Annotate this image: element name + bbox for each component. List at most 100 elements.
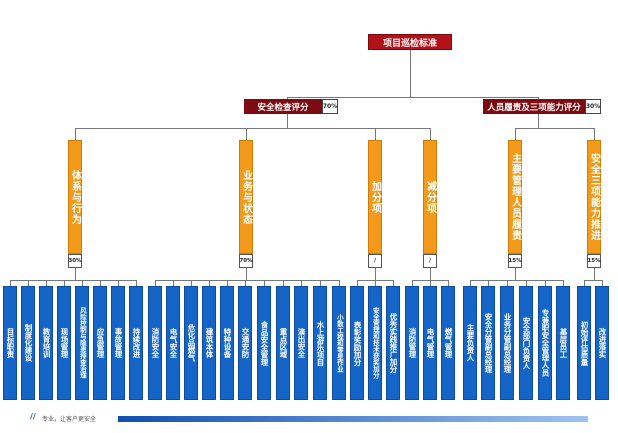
connector [515,128,516,140]
connector [602,280,603,286]
connector [393,280,394,286]
leaf-node: 水上游乐项目 [313,286,327,400]
connector [10,280,11,286]
connector [563,280,564,286]
footer-bar [118,416,588,422]
connector [227,280,228,286]
leaf-node: 基层员工 [556,286,570,400]
connector [75,128,431,129]
connector [287,114,288,128]
connector [410,50,411,97]
connector [82,280,83,286]
connector [46,280,47,286]
connector [470,280,563,281]
group-safety-inspection: 安全检查评分 [244,99,322,114]
connector [430,268,431,280]
connector [246,128,247,140]
leaf-node: 交通安防 [238,286,252,400]
connector [287,97,538,98]
connector [507,280,508,286]
category-manager-duty: 主要管理人员履责 [508,140,522,254]
connector [430,128,431,140]
connector [283,280,284,286]
leaf-node: 安全分管副总经理 [481,286,495,400]
connector [301,280,302,286]
connector [191,280,192,286]
connector [412,280,413,286]
footer-logo-mark: // [30,412,36,421]
connector [246,268,247,280]
connector [75,128,76,140]
connector [245,280,246,286]
leaf-node: 特种设备 [220,286,234,400]
leaf-node: 业务分管副总经理 [500,286,514,400]
connector [375,268,376,280]
leaf-node: 演出安全 [294,286,308,400]
category-system-behavior-weight: 30% [68,254,82,268]
connector [594,268,595,280]
leaf-node: 改进落实 [595,286,609,400]
connector [545,280,546,286]
leaf-node: 事故管理 [111,286,125,400]
footer-slogan: 专业，让客户更安全 [42,416,97,423]
category-manager-duty-weight: 15% [508,254,522,268]
leaf-node: 持续改进 [129,286,143,400]
connector [287,97,288,99]
leaf-node: 电气管理 [423,286,437,400]
connector [64,280,65,286]
category-business-status: 业务与状态 [239,140,253,254]
leaf-node: 燃气管理 [441,286,455,400]
group-personnel-duty: 人员履责及三项能力评分 [483,99,585,114]
connector [118,280,119,286]
leaf-node: 主要负责人 [463,286,477,400]
connector [375,280,376,286]
connector [515,128,595,129]
leaf-node: 现场管理 [57,286,71,400]
leaf-node: 电气安全 [166,286,180,400]
connector [470,280,471,286]
leaf-node: 目标职责 [3,286,17,400]
leaf-node: 危化品燃气 [184,286,198,400]
connector [155,280,340,281]
category-deduction-items: 减分项 [423,140,437,254]
group-safety-inspection-weight: 70% [322,99,338,114]
leaf-node: 初始评估质量 [577,286,591,400]
connector [339,280,340,286]
category-deduction-items-weight: / [423,254,437,268]
category-bonus-items-weight: / [368,254,382,268]
leaf-node: 安全部门负责人 [519,286,533,400]
leaf-node: 优秀实践推广加分 [386,286,400,400]
leaf-node: 小散工程和零星作业 [332,286,346,400]
connector [430,280,431,286]
leaf-node: 风险控制与隐患排查治理 [75,286,89,400]
connector [526,280,527,286]
connector [448,280,449,286]
connector [538,114,539,128]
leaf-node: 制度化建设 [21,286,35,400]
leaf-node: 安全管理和技术获奖加分 [368,286,382,400]
category-business-status-weight: 70% [239,254,253,268]
connector [375,128,376,140]
connector [488,280,489,286]
connector [515,268,516,280]
connector [155,280,156,286]
leaf-node: 专兼职安全管理人员 [538,286,552,400]
connector [584,280,585,286]
leaf-node: 消防安全 [148,286,162,400]
connector [538,97,539,99]
leaf-node: 应急管理 [93,286,107,400]
connector [357,280,358,286]
leaf-node: 建筑本体 [202,286,216,400]
connector [10,280,137,281]
leaf-node: 教育培训 [39,286,53,400]
category-three-abilities-weight: 15% [587,254,601,268]
connector [28,280,29,286]
connector [264,280,265,286]
group-personnel-duty-weight: 30% [585,99,601,114]
connector [320,280,321,286]
leaf-node: 表彰奖励加分 [350,286,364,400]
category-three-abilities: 安全三项能力推进 [587,140,601,254]
connector [100,280,101,286]
category-system-behavior: 体系与行为 [68,140,82,254]
